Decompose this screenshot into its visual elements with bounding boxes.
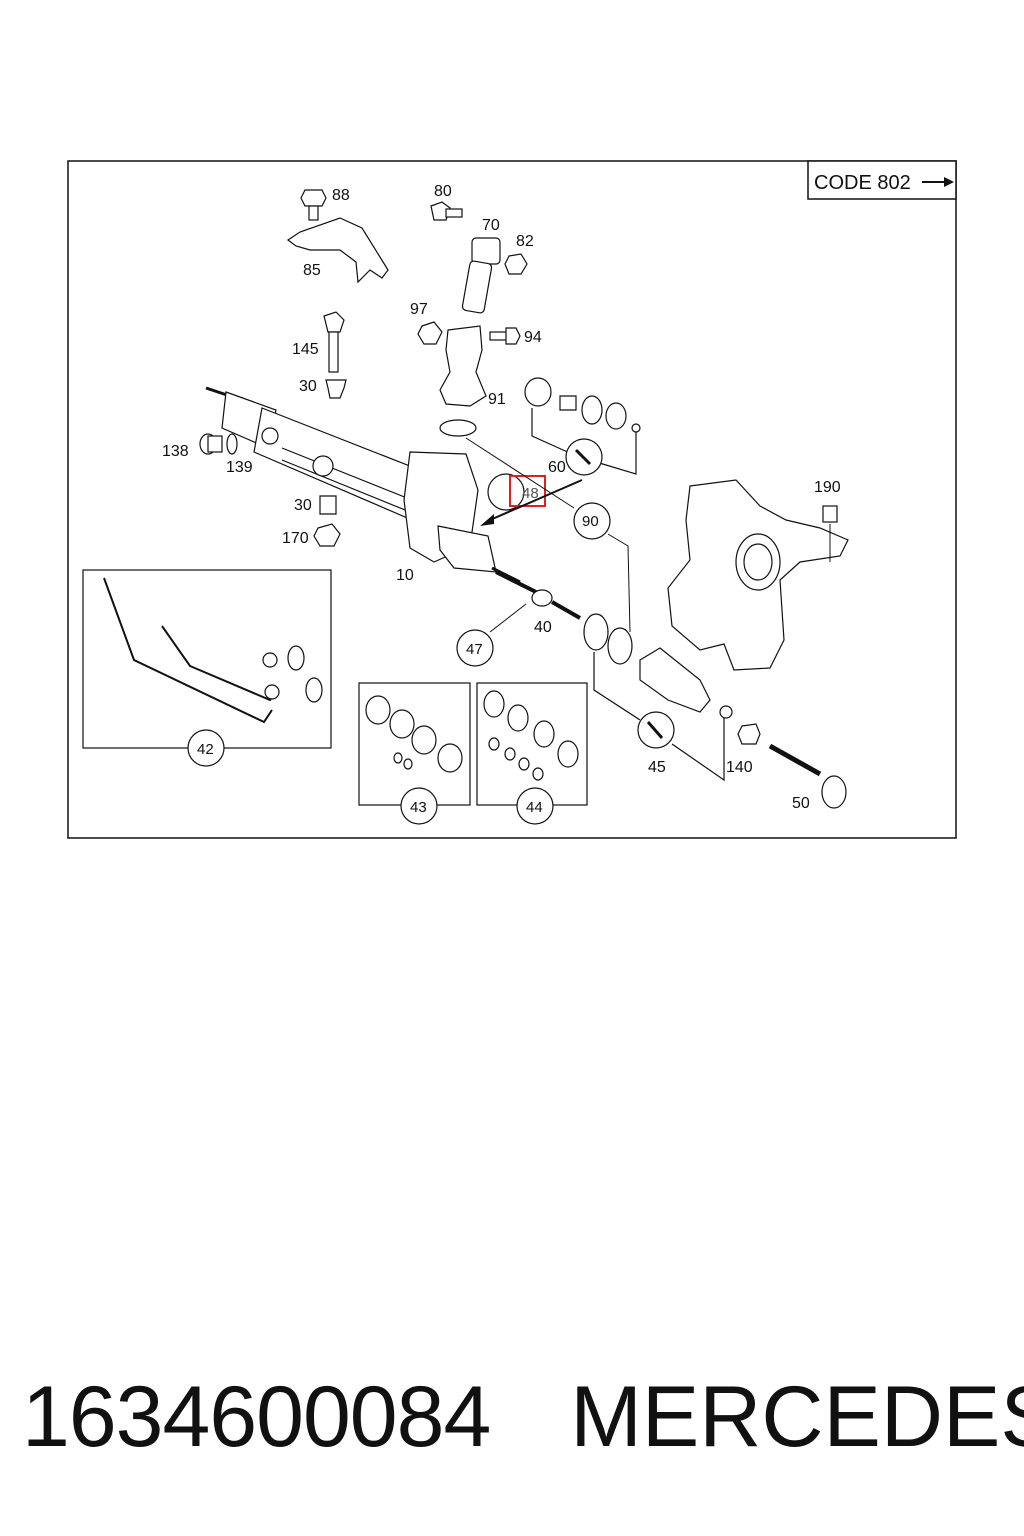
tie-rod-end-50 <box>737 723 847 809</box>
nut-190 <box>822 505 838 523</box>
bush-30-upper <box>325 379 347 399</box>
fitting-138 <box>199 433 223 455</box>
label-10: 10 <box>396 567 414 584</box>
inset-44 <box>476 682 588 825</box>
nut-170 <box>313 523 341 547</box>
highlight-box-48 <box>509 475 546 507</box>
callout-42 <box>187 729 225 767</box>
inset-43 <box>358 682 471 825</box>
bellows-45 <box>583 613 733 782</box>
inset-42: 42 <box>82 569 332 767</box>
universal-joint-70 <box>461 237 501 314</box>
part-number: 1634600084 <box>22 1368 491 1465</box>
label-44: 44 <box>526 799 543 816</box>
callout-47 <box>456 629 494 667</box>
label-50: 50 <box>792 795 810 812</box>
label-70: 70 <box>482 217 500 234</box>
label-88: 88 <box>332 187 350 204</box>
label-85: 85 <box>303 262 321 279</box>
valve-parts-60 <box>524 377 641 476</box>
label-145: 145 <box>292 341 319 358</box>
label-140: 140 <box>726 759 753 776</box>
label-43: 43 <box>410 799 427 816</box>
tool-symbol-48: 48 <box>480 473 583 526</box>
label-48: 48 <box>522 485 539 502</box>
bush-30-lower <box>319 495 337 515</box>
bracket-91 <box>439 325 487 407</box>
seal-139 <box>226 433 238 455</box>
label-80: 80 <box>434 183 452 200</box>
tie-rod-40 <box>495 570 581 620</box>
steering-rack-10 <box>205 386 521 584</box>
label-94: 94 <box>524 329 542 346</box>
label-47: 47 <box>466 641 483 658</box>
label-30-lower: 30 <box>294 497 312 514</box>
bolt-94 <box>489 327 521 345</box>
bolt-145 <box>323 311 345 373</box>
label-42: 42 <box>197 741 214 758</box>
label-190: 190 <box>814 479 841 496</box>
code-box: CODE 802 <box>807 160 957 200</box>
label-138: 138 <box>162 443 189 460</box>
callout-90 <box>573 502 611 540</box>
footer: 1634600084 MERCEDES <box>22 1362 1024 1472</box>
label-90: 90 <box>582 513 599 530</box>
steering-knuckle <box>667 479 849 671</box>
label-170: 170 <box>282 530 309 547</box>
label-91: 91 <box>488 391 506 408</box>
nut-82 <box>504 253 528 275</box>
label-40: 40 <box>534 619 552 636</box>
callout-44 <box>516 787 554 825</box>
label-60: 60 <box>548 459 566 476</box>
label-82: 82 <box>516 233 534 250</box>
bolt-80 <box>430 201 463 221</box>
label-30-upper: 30 <box>299 378 317 395</box>
callout-43 <box>400 787 438 825</box>
bolt-88 <box>300 189 327 221</box>
washer-top <box>439 419 477 437</box>
label-97: 97 <box>410 301 428 318</box>
diagram-frame <box>67 160 957 839</box>
nut-97 <box>417 321 443 345</box>
exploded-parts-diagram: CODE 802 88 85 80 70 82 97 94 91 145 <box>67 160 957 839</box>
cover-85 <box>286 217 389 284</box>
code-label: CODE 802 <box>814 172 911 194</box>
brand-name: MERCEDES <box>570 1368 1024 1465</box>
label-139: 139 <box>226 459 253 476</box>
label-45: 45 <box>648 759 666 776</box>
